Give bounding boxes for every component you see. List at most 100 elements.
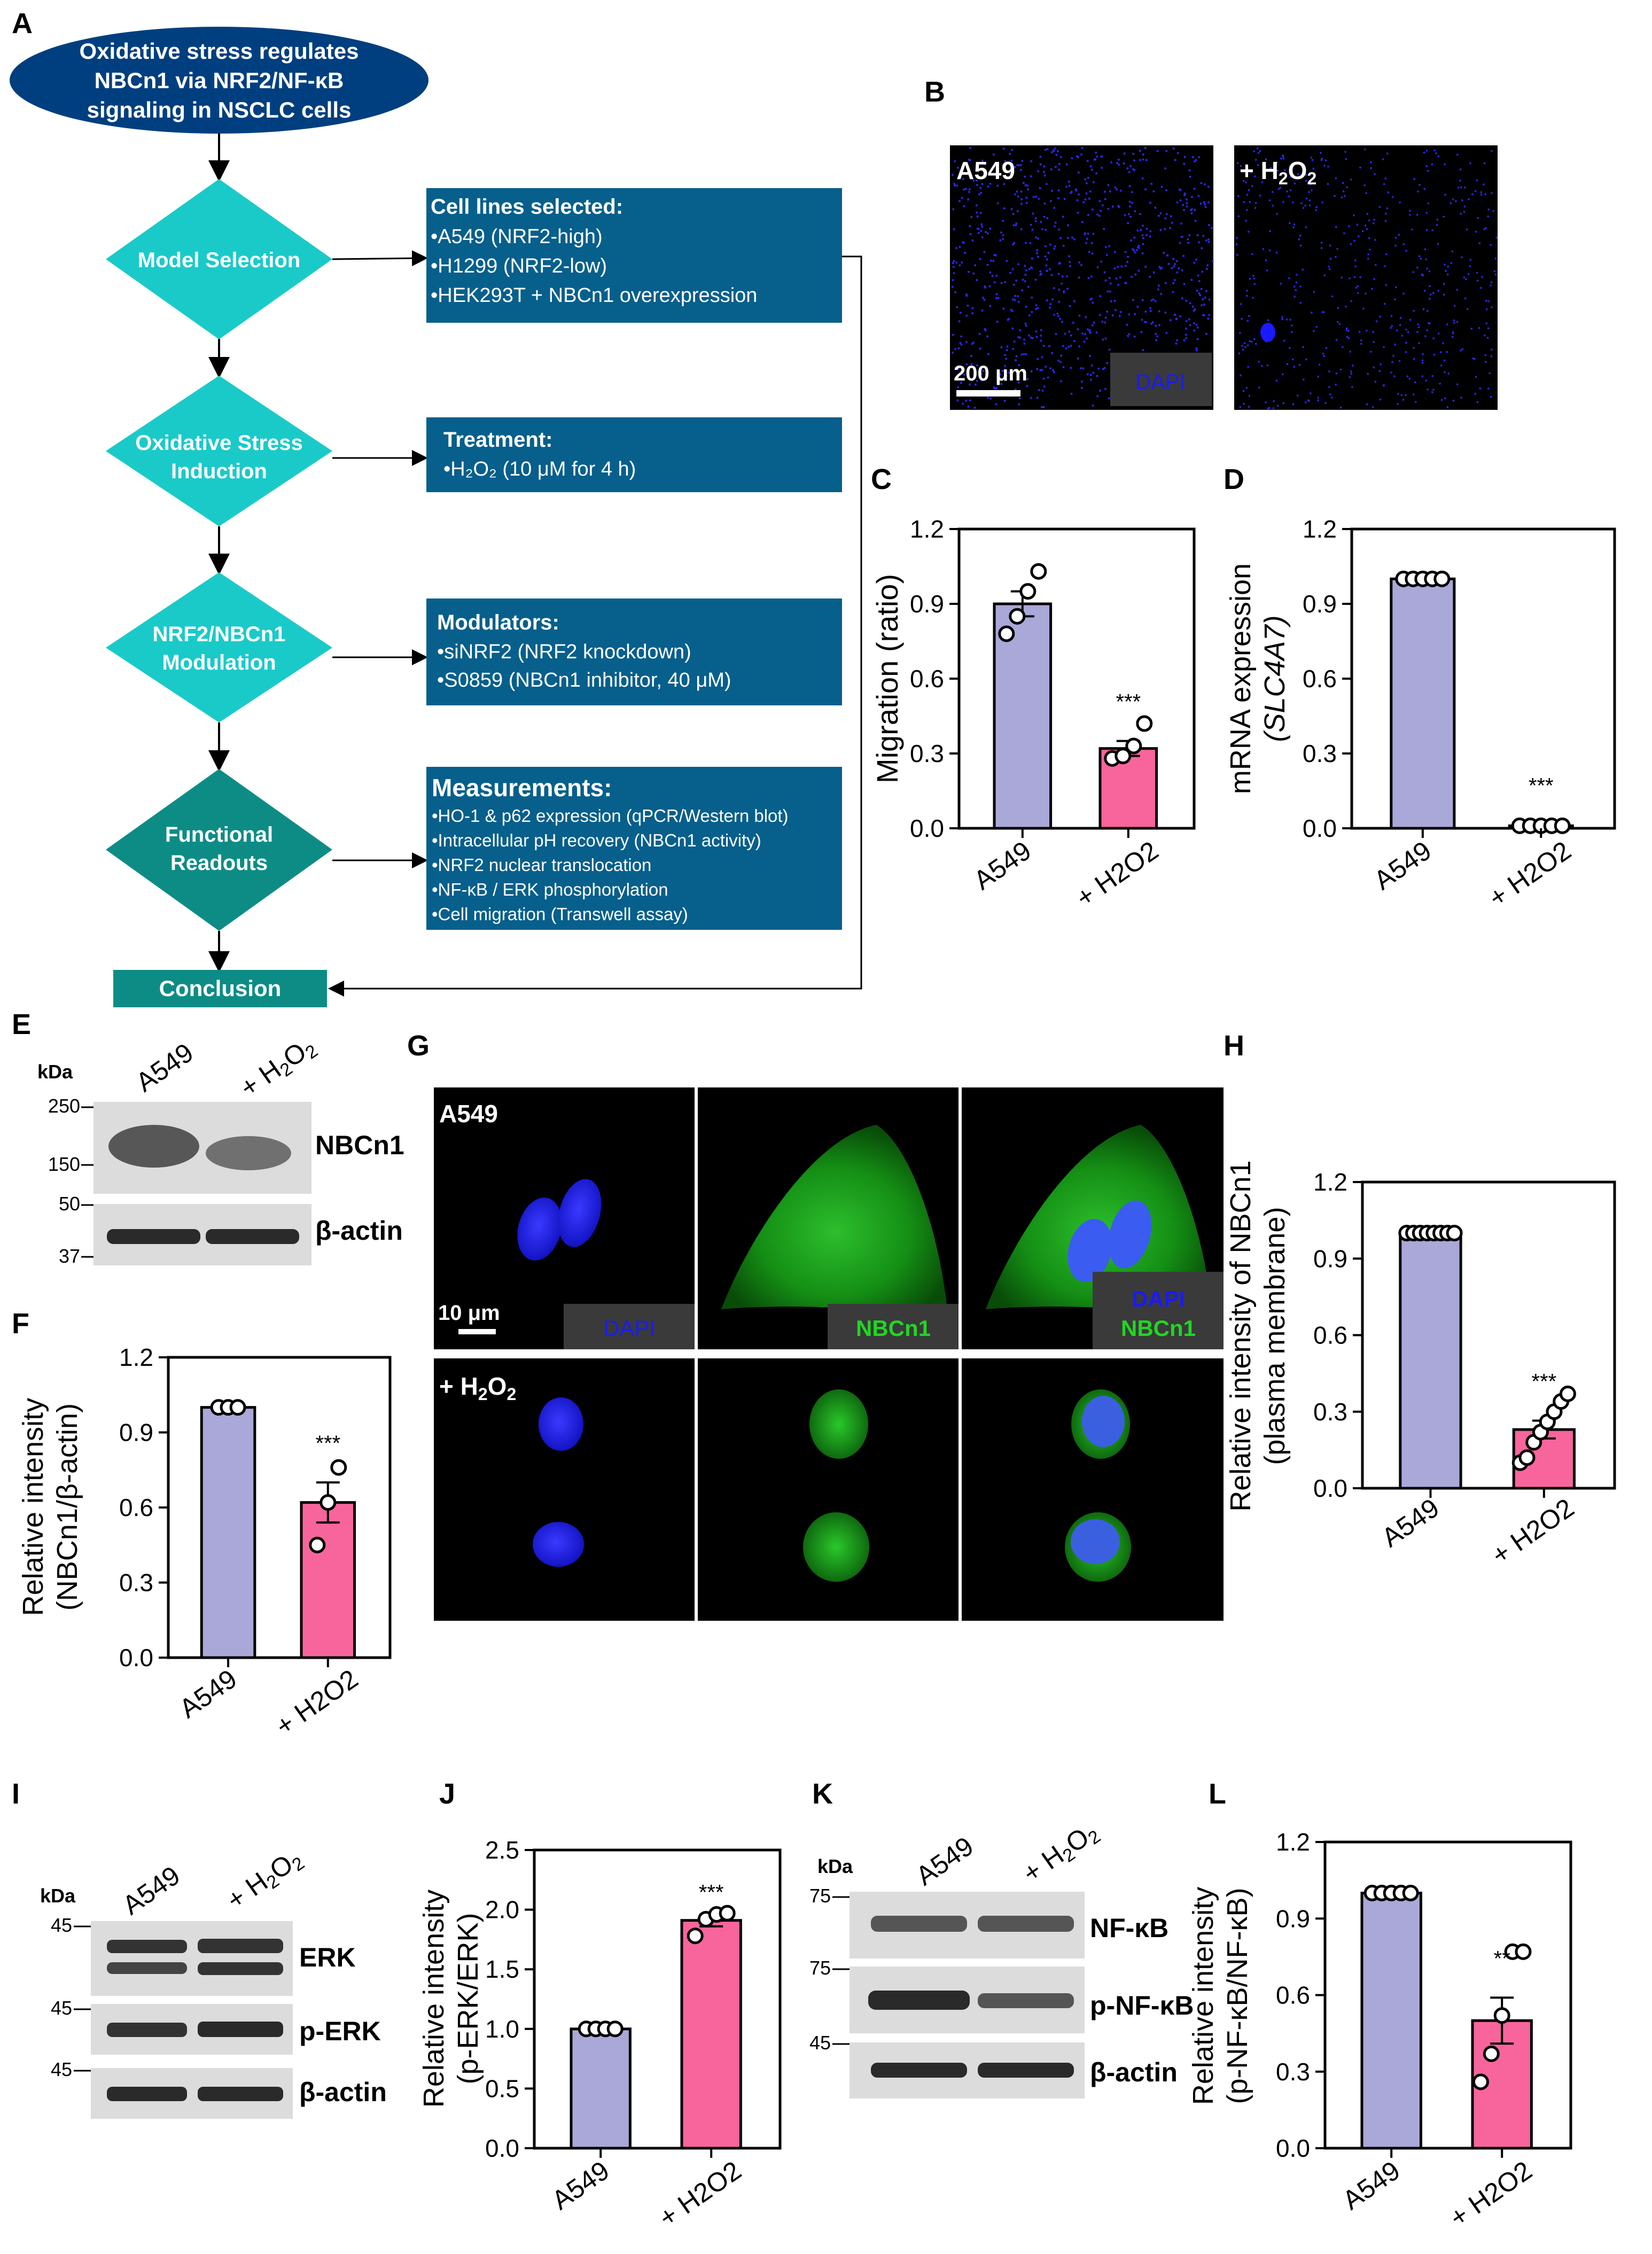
dapi-nucleus [1397, 393, 1399, 395]
dapi-nucleus [1425, 379, 1427, 382]
dapi-nucleus [956, 399, 959, 402]
dapi-nucleus [1061, 321, 1063, 323]
dapi-nucleus [1142, 349, 1144, 351]
dapi-nucleus [1248, 189, 1250, 191]
y-tick-label: 0.0 [910, 814, 944, 842]
blot-i-band-label-1: ERK [299, 1942, 356, 1972]
dapi-nucleus [1050, 168, 1053, 170]
dapi-nucleus [978, 193, 980, 196]
dapi-nucleus [1453, 322, 1455, 324]
dapi-nucleus [1070, 192, 1072, 194]
bar-control [570, 2027, 632, 2150]
data-point [1515, 1943, 1532, 1960]
blot-e-marker-250: 250 [48, 1095, 80, 1117]
dapi-nucleus [1456, 153, 1459, 156]
dapi-nucleus [1195, 159, 1197, 161]
y-tick-label: 2.0 [485, 1896, 519, 1924]
dapi-nucleus [1057, 315, 1059, 317]
dapi-nucleus [1272, 205, 1274, 207]
dapi-nucleus [1014, 299, 1016, 301]
dapi-nucleus [1430, 293, 1432, 296]
dapi-nucleus [1247, 344, 1249, 346]
flow-box-treatment [426, 417, 842, 492]
dapi-nucleus [1049, 268, 1051, 270]
dapi-nucleus [1298, 238, 1300, 240]
dapi-nucleus [954, 348, 956, 350]
dapi-nucleus [1426, 267, 1428, 270]
category-label: + H2O2 [1444, 2155, 1537, 2233]
dapi-nucleus [1437, 155, 1440, 158]
dapi-nucleus [952, 208, 954, 211]
flow-box-4-item-4: •NF-κB / ERK phosphorylation [432, 880, 668, 899]
flow-box-4-title: Measurements: [432, 774, 612, 802]
dapi-nucleus [1049, 306, 1051, 309]
dapi-nucleus [1350, 370, 1352, 372]
dapi-nucleus [1012, 298, 1014, 300]
dapi-nucleus [1207, 241, 1210, 243]
dapi-nucleus [1335, 226, 1337, 228]
dapi-nucleus [1106, 310, 1108, 313]
dapi-nucleus [1060, 156, 1062, 158]
dapi-nucleus [1017, 263, 1019, 266]
dapi-nucleus [1427, 388, 1429, 391]
dapi-nucleus [1035, 304, 1038, 307]
dapi-nucleus [1172, 258, 1174, 260]
panel-b-label-a549: A549 [956, 157, 1015, 184]
dapi-nucleus [1069, 305, 1071, 307]
dapi-nucleus [957, 386, 959, 388]
dapi-nucleus [1017, 210, 1019, 212]
dapi-nucleus [966, 166, 968, 168]
dapi-nucleus [1185, 328, 1187, 330]
dapi-nucleus [1014, 388, 1017, 391]
dapi-nucleus [1020, 164, 1022, 166]
dapi-nucleus [1098, 200, 1101, 202]
dapi-nucleus [1248, 231, 1250, 233]
y-axis-label-line-1: Relative intensity [418, 1890, 450, 2108]
dapi-nucleus [952, 352, 954, 354]
dapi-nucleus [1167, 263, 1170, 265]
dapi-nucleus [1246, 209, 1248, 211]
dapi-nucleus [1253, 283, 1256, 285]
dapi-nucleus [1113, 300, 1116, 302]
data-point [1472, 2073, 1489, 2090]
dapi-nucleus [1104, 191, 1106, 193]
dapi-nucleus [982, 370, 984, 372]
dapi-nucleus [1208, 314, 1210, 316]
dapi-nucleus [1478, 327, 1480, 329]
dapi-nucleus [972, 341, 975, 344]
dapi-nucleus [1155, 300, 1157, 302]
band [198, 2087, 283, 2101]
dapi-nucleus [1141, 177, 1144, 180]
dapi-nucleus [1054, 245, 1056, 247]
y-tick-label: 0.3 [1313, 1398, 1347, 1426]
dapi-nucleus [1011, 149, 1013, 151]
dapi-nucleus [1100, 156, 1102, 158]
data-point [1554, 817, 1571, 834]
dapi-nucleus [1024, 322, 1027, 325]
dapi-nucleus [1164, 312, 1167, 314]
band [107, 1962, 187, 1974]
dapi-nucleus [1248, 406, 1250, 408]
dapi-nucleus [1391, 196, 1394, 198]
dapi-nucleus [1349, 351, 1351, 353]
dapi-nucleus [1041, 390, 1043, 392]
dapi-nucleus [1159, 268, 1162, 270]
dapi-nucleus [1310, 183, 1312, 185]
dapi-nucleus [952, 333, 954, 336]
flow-box-3-item-1: •siNRF2 (NRF2 knockdown) [437, 641, 691, 663]
dapi-nucleus [1447, 265, 1449, 268]
dapi-nucleus [1328, 386, 1330, 388]
dapi-nucleus [1207, 201, 1210, 204]
dapi-nucleus [1073, 238, 1076, 240]
dapi-nucleus [1024, 274, 1026, 276]
dapi-nucleus [1422, 274, 1424, 276]
band [107, 2023, 187, 2037]
dapi-nucleus [1237, 215, 1240, 217]
dapi-nucleus [1295, 289, 1297, 291]
dapi-nucleus [1115, 309, 1117, 312]
dapi-nucleus [1480, 193, 1483, 196]
dapi-nucleus [1103, 228, 1105, 230]
dapi-nucleus [1241, 318, 1243, 320]
flow-box-1-item-3: •HEK293T + NBCn1 overexpression [431, 284, 757, 307]
dapi-nucleus [1124, 282, 1127, 284]
